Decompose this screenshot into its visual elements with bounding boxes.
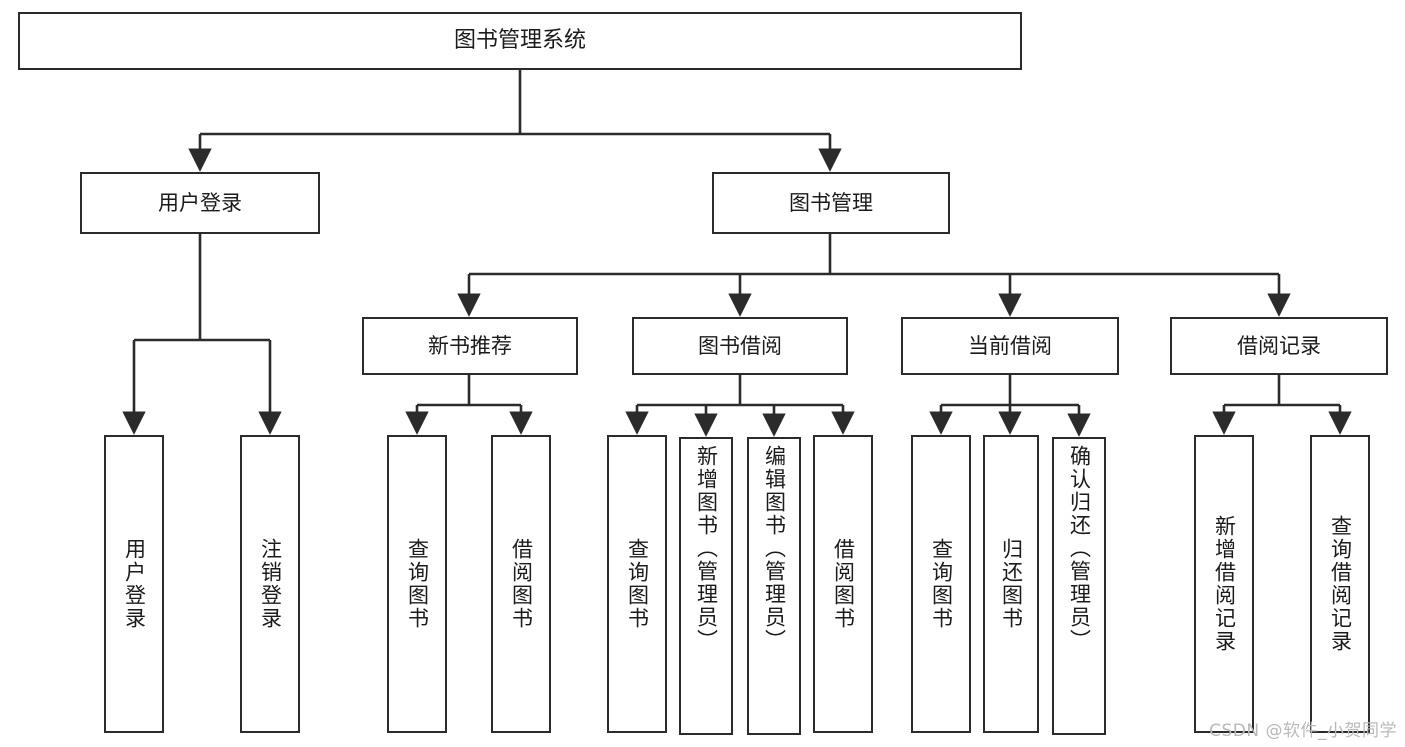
node-label: 借阅图书 [831,538,856,630]
node-user-login[interactable]: 用户登录 [80,172,320,234]
leaf-new-book-borrow-book[interactable]: 借阅图书 [491,435,551,733]
node-label: 查询图书 [625,538,650,630]
leaf-user-login-logout[interactable]: 注销登录 [240,435,300,733]
node-label: 用户登录 [158,190,242,215]
leaf-current-borrow-return-book[interactable]: 归还图书 [983,435,1039,733]
node-book-management-system[interactable]: 图书管理系统 [18,12,1022,70]
leaf-book-borrow-add-book-admin[interactable]: 新增图书（管理员） [679,437,733,735]
node-label: 查询图书 [405,538,430,630]
node-label: 查询图书 [929,538,954,630]
leaf-book-borrow-query-book[interactable]: 查询图书 [607,435,667,733]
node-label: 当前借阅 [968,333,1052,358]
node-borrow-record[interactable]: 借阅记录 [1170,317,1388,375]
node-label: 新增图书（管理员） [694,445,719,652]
leaf-book-borrow-edit-book-admin[interactable]: 编辑图书（管理员） [747,437,801,735]
leaf-new-book-query-book[interactable]: 查询图书 [387,435,447,733]
leaf-user-login-login[interactable]: 用户登录 [104,435,164,733]
leaf-current-borrow-confirm-return-admin[interactable]: 确认归还（管理员） [1052,437,1106,735]
node-label: 新增借阅记录 [1212,515,1237,653]
node-label: 图书管理 [789,190,873,215]
node-label: 确认归还（管理员） [1067,445,1092,652]
node-current-borrow[interactable]: 当前借阅 [901,317,1119,375]
node-label: 新书推荐 [428,333,512,358]
node-label: 用户登录 [122,538,147,630]
leaf-book-borrow-borrow-book[interactable]: 借阅图书 [813,435,873,733]
node-label: 注销登录 [258,538,283,630]
node-label: 图书管理系统 [453,28,586,54]
node-label: 查询借阅记录 [1328,515,1353,653]
node-label: 借阅记录 [1237,333,1321,358]
node-label: 图书借阅 [698,333,782,358]
leaf-current-borrow-query-book[interactable]: 查询图书 [911,435,971,733]
leaf-borrow-record-query-record[interactable]: 查询借阅记录 [1310,435,1370,733]
node-new-book-recommend[interactable]: 新书推荐 [362,317,578,375]
node-book-management[interactable]: 图书管理 [712,172,950,234]
node-book-borrow[interactable]: 图书借阅 [632,317,848,375]
node-label: 借阅图书 [509,538,534,630]
node-label: 编辑图书（管理员） [762,445,787,652]
csdn-watermark: CSDN @软件_小贺同学 [1209,721,1397,741]
leaf-borrow-record-add-record[interactable]: 新增借阅记录 [1194,435,1254,733]
node-label: 归还图书 [999,538,1024,630]
